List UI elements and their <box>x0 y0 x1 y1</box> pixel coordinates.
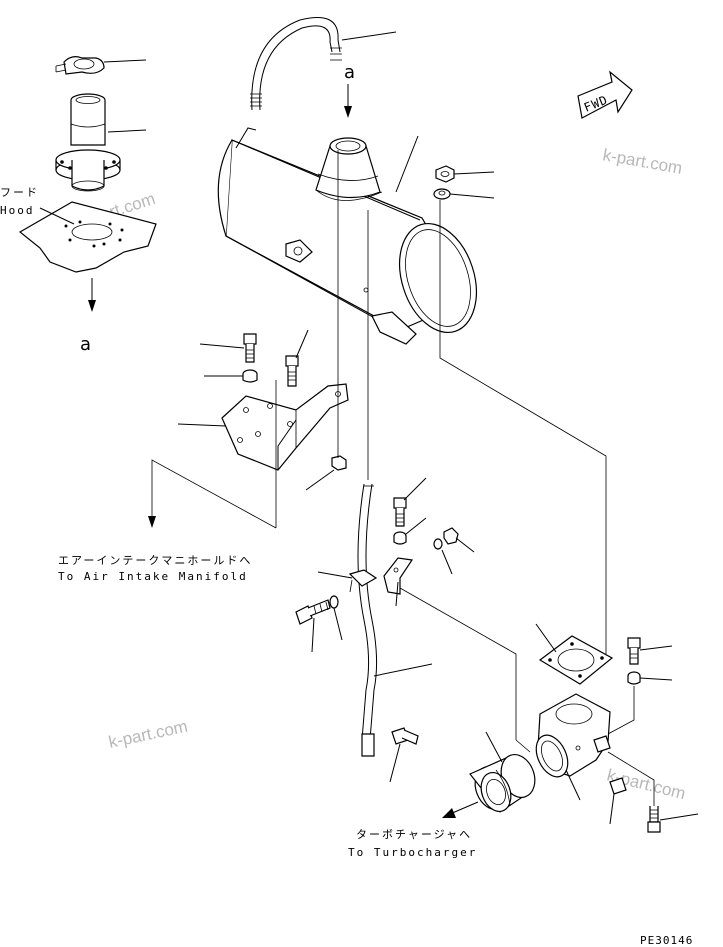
hood-label-en: Hood <box>0 204 35 217</box>
manifold-label-en: To Air Intake Manifold <box>58 570 248 583</box>
leader-line <box>107 129 147 133</box>
hood-panel <box>18 201 157 273</box>
nut <box>331 455 347 471</box>
watermark: k-part.com <box>107 717 189 752</box>
leader-line <box>405 517 427 535</box>
hose <box>250 17 342 111</box>
leader-line <box>455 537 475 553</box>
washer <box>433 538 443 550</box>
drawing-code: PE30146 <box>640 934 693 947</box>
manifold-label-jp: エアーインテークマニホールドへ <box>58 554 252 567</box>
exhaust-pipe <box>55 93 121 192</box>
leader-line <box>485 731 503 763</box>
leader-line <box>341 31 397 41</box>
hood-leader <box>39 207 75 225</box>
bolt <box>243 333 257 363</box>
leader-line <box>395 135 419 193</box>
marker-a-left: a <box>80 334 91 355</box>
leader-line <box>103 59 147 63</box>
leader-line <box>535 623 557 653</box>
leader-line <box>333 607 343 641</box>
leader-line <box>639 677 673 681</box>
leader-line <box>659 813 699 821</box>
guide-line <box>399 587 517 740</box>
watermark: k-part.com <box>601 145 683 178</box>
bolt <box>285 355 299 387</box>
leader-line <box>565 769 581 801</box>
guide-line <box>151 459 277 529</box>
leader-line <box>395 581 399 607</box>
nut <box>443 527 459 545</box>
leader-line <box>177 423 227 427</box>
washer <box>242 369 258 383</box>
flow-arrow-icon <box>449 801 479 815</box>
bolt <box>391 727 419 745</box>
guide-line <box>607 751 655 806</box>
leader-line <box>305 469 335 491</box>
forward-arrow-icon: FWD <box>577 70 633 119</box>
leader-line <box>311 617 315 653</box>
leader-line <box>373 663 433 677</box>
washer <box>433 188 451 200</box>
nut <box>435 165 455 183</box>
bolt <box>295 599 331 625</box>
mounting-bracket <box>221 383 349 471</box>
elbow <box>535 693 611 778</box>
gasket <box>538 635 614 685</box>
leader-line <box>199 343 245 349</box>
washer <box>329 595 339 609</box>
clamp <box>55 56 105 75</box>
leader-line <box>609 793 615 825</box>
bolt <box>393 497 407 527</box>
guide-line <box>607 686 635 735</box>
marker-a-top: a <box>344 62 355 83</box>
tube-clip <box>348 569 378 593</box>
angle-bracket <box>383 557 414 595</box>
turbo-label-jp: ターボチャージャへ <box>356 828 472 841</box>
bolt <box>647 806 661 833</box>
connector-hose <box>469 754 536 813</box>
guide-line <box>515 739 531 753</box>
washer <box>393 531 407 545</box>
hood-label-jp: フード <box>0 186 39 199</box>
air-cleaner <box>217 127 477 345</box>
guide-line <box>439 200 607 660</box>
leader-line <box>403 477 427 501</box>
turbo-label-en: To Turbocharger <box>348 846 477 859</box>
plug <box>609 777 627 795</box>
leader-line <box>449 193 495 199</box>
leader-line <box>389 743 401 783</box>
leader-line <box>441 549 453 575</box>
leader-line <box>295 329 309 359</box>
washer <box>627 671 641 685</box>
leader-line <box>639 645 673 651</box>
indicator-tube <box>357 483 378 757</box>
bolt <box>627 637 641 665</box>
leader-line <box>317 571 353 579</box>
leader-line <box>453 171 495 175</box>
